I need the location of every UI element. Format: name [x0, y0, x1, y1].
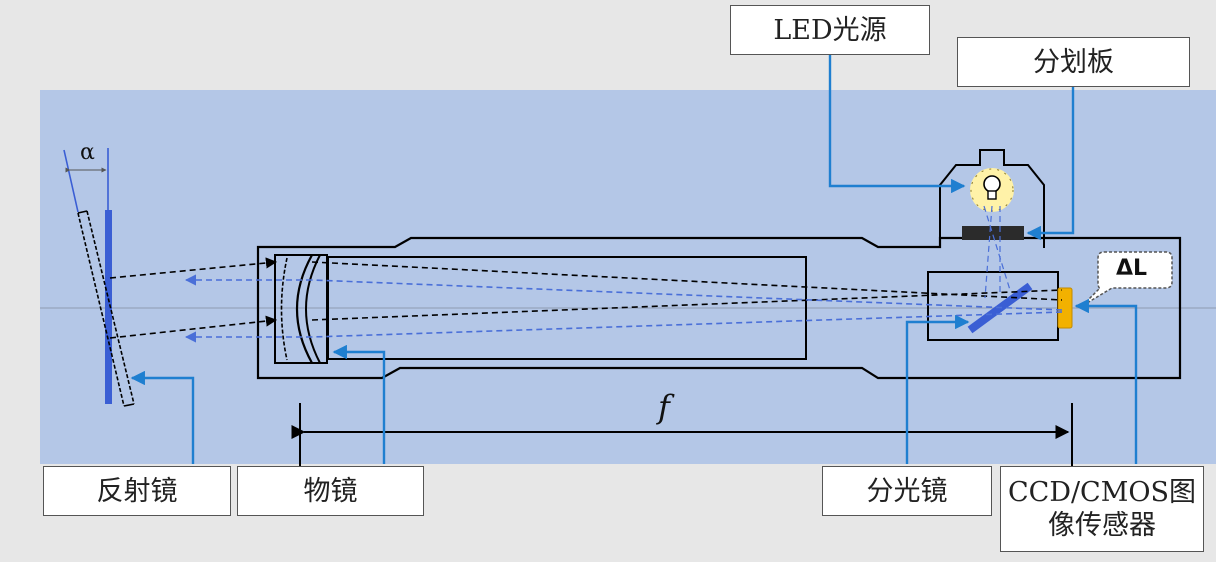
tilted-normal-line: [63, 149, 79, 213]
tilted-mirror: [77, 210, 135, 407]
label-beam-splitter: 分光镜: [822, 466, 992, 516]
label-reticle: 分划板: [957, 37, 1190, 87]
alpha-symbol: α: [80, 140, 95, 165]
ccd-cmos-sensor: [1057, 287, 1073, 329]
diagram-panel: [40, 90, 1216, 464]
focal-length-symbol: f: [658, 388, 670, 426]
delta-l-callout: [1081, 251, 1173, 307]
leader-sensor: [1074, 298, 1138, 464]
delta-l-symbol: ΔL: [1116, 256, 1148, 281]
leader-mirror: [130, 370, 195, 464]
label-objective: 物镜: [237, 466, 424, 516]
leader-reticle: [1026, 86, 1075, 241]
instrument-housing: [256, 236, 1182, 380]
label-sensor-line1: CCD/CMOS图: [1008, 477, 1196, 508]
label-led: LED光源: [730, 5, 930, 55]
label-mirror: 反射镜: [43, 466, 231, 516]
reticle-plate: [962, 226, 1024, 240]
outgoing-rays: [109, 257, 1063, 339]
label-sensor: CCD/CMOS图 像传感器: [1000, 466, 1204, 552]
led-housing: [939, 149, 1045, 248]
leader-lines: [130, 54, 1138, 464]
objective-lens: [274, 254, 328, 364]
focal-length-dimension: [291, 403, 1073, 468]
mirror: [105, 210, 112, 404]
label-sensor-line2: 像传感器: [1048, 510, 1156, 541]
return-rays: [184, 205, 1063, 343]
leader-beam-splitter: [905, 314, 970, 464]
bulb-icon: [983, 175, 1001, 200]
leader-led: [828, 54, 966, 194]
leader-objective: [332, 344, 386, 464]
